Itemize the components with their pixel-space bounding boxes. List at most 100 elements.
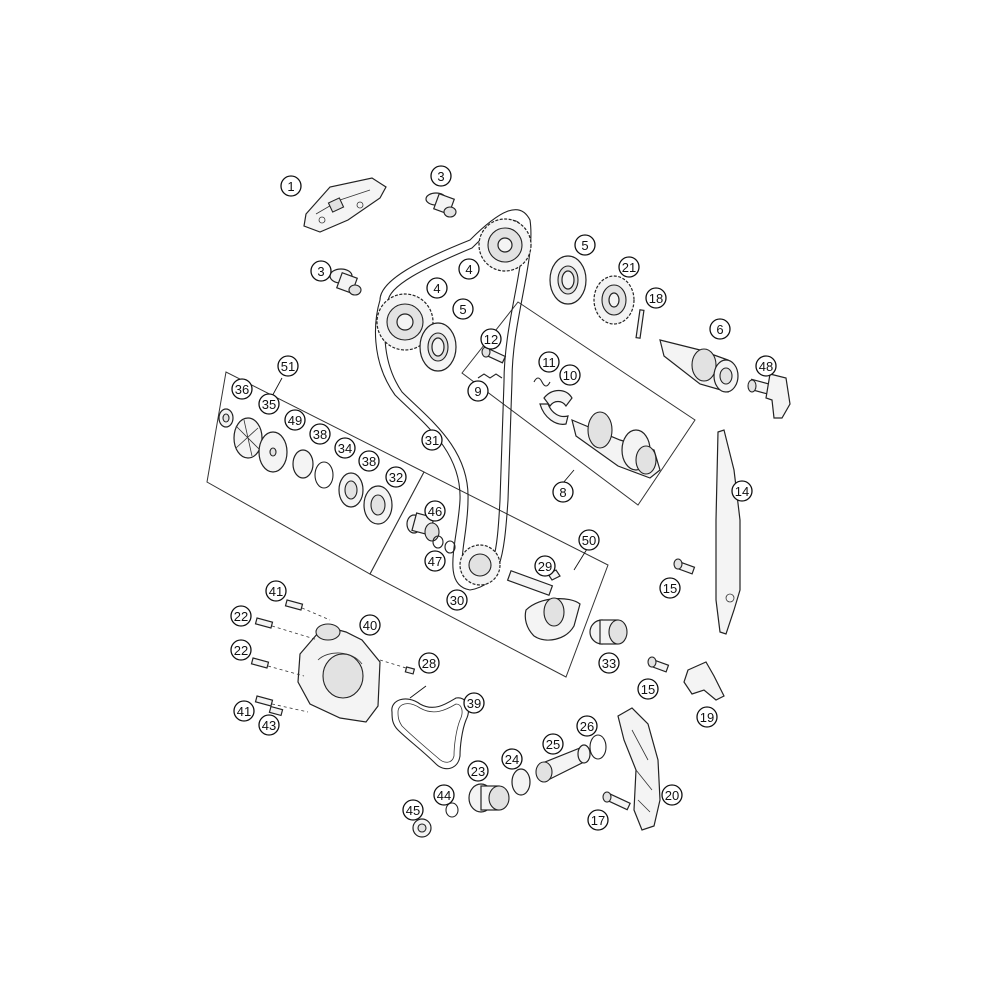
- callout-number: 15: [641, 682, 655, 697]
- part-impeller: [233, 417, 263, 459]
- callout-number: 4: [433, 281, 440, 296]
- part-bushing-upper: [425, 192, 457, 218]
- camshaft-group-frame: [461, 301, 696, 506]
- part-sprocket-lower: [376, 293, 434, 351]
- part-decompressor-lever: [539, 389, 573, 425]
- callout-circle: [659, 577, 681, 599]
- part-dowel-pin: [635, 309, 645, 339]
- callout-50: 50: [578, 529, 600, 551]
- callout-47: 47: [424, 550, 446, 572]
- callout-circle: [230, 639, 252, 661]
- callout-3: 3: [310, 260, 332, 282]
- part-ring-47a: [432, 535, 444, 549]
- callout-circle: [426, 277, 448, 299]
- callout-11: 11: [538, 351, 560, 373]
- callout-number: 24: [505, 752, 519, 767]
- part-circlip-34: [314, 461, 334, 489]
- callout-36: 36: [231, 378, 253, 400]
- callout-number: 47: [428, 554, 442, 569]
- callout-circle: [709, 318, 731, 340]
- callout-number: 18: [649, 291, 663, 306]
- callout-circle: [309, 423, 331, 445]
- part-arm-bolt: [602, 791, 631, 811]
- callout-circle: [418, 652, 440, 674]
- part-chain-guide-rail: [715, 429, 741, 635]
- callout-8: 8: [552, 481, 574, 503]
- callout-17: 17: [587, 809, 609, 831]
- callout-35: 35: [258, 393, 280, 415]
- callout-14: 14: [731, 480, 753, 502]
- callout-circle: [230, 605, 252, 627]
- part-oring-26: [589, 734, 607, 760]
- callout-number: 35: [262, 397, 276, 412]
- part-pump-disc: [258, 431, 288, 473]
- part-seal-38b: [338, 472, 364, 508]
- callout-circle: [310, 260, 332, 282]
- callout-circle: [433, 784, 455, 806]
- callout-circle: [467, 380, 489, 402]
- callout-number: 43: [262, 718, 276, 733]
- callout-number: 8: [559, 485, 566, 500]
- callout-number: 51: [281, 359, 295, 374]
- part-bushing-lower: [329, 268, 362, 296]
- callout-41: 41: [233, 700, 255, 722]
- callout-number: 9: [474, 384, 481, 399]
- callout-number: 31: [425, 433, 439, 448]
- part-pin-28: [379, 659, 416, 675]
- callout-number: 10: [563, 368, 577, 383]
- callout-26: 26: [576, 715, 598, 737]
- callout-number: 33: [602, 656, 616, 671]
- callout-41: 41: [265, 580, 287, 602]
- callout-circle: [501, 748, 523, 770]
- part-pump-cover: [297, 623, 381, 723]
- callout-30: 30: [446, 589, 468, 611]
- callout-23: 23: [467, 760, 489, 782]
- callout-20: 20: [661, 784, 683, 806]
- callout-40: 40: [359, 614, 381, 636]
- callout-51: 51: [277, 355, 299, 377]
- callout-46: 46: [424, 500, 446, 522]
- callout-number: 12: [484, 332, 498, 347]
- part-ring-47b: [444, 540, 456, 554]
- callout-circle: [258, 714, 280, 736]
- callout-circle: [463, 692, 485, 714]
- part-seal-ring-44: [445, 802, 459, 818]
- callout-circle: [637, 678, 659, 700]
- part-oring-38a: [292, 449, 314, 479]
- callout-number: 22: [234, 609, 248, 624]
- part-needle-bearing: [589, 619, 628, 645]
- callout-number: 23: [471, 764, 485, 779]
- part-sprocket-upper: [478, 218, 532, 272]
- callout-circle: [446, 589, 468, 611]
- callout-circle: [424, 550, 446, 572]
- callout-number: 17: [591, 813, 605, 828]
- callout-29: 29: [534, 555, 556, 577]
- callout-number: 5: [581, 238, 588, 253]
- callout-number: 40: [363, 618, 377, 633]
- part-tensioner-shoe: [683, 661, 725, 701]
- callout-circle: [467, 760, 489, 782]
- callout-number: 44: [437, 788, 451, 803]
- callout-number: 1: [287, 179, 294, 194]
- callout-circle: [231, 378, 253, 400]
- callout-circle: [696, 706, 718, 728]
- part-crank-sprocket: [459, 544, 501, 586]
- callout-number: 45: [406, 803, 420, 818]
- part-bolt-12: [481, 346, 507, 364]
- callout-28: 28: [418, 652, 440, 674]
- callout-number: 46: [428, 504, 442, 519]
- callout-circle: [552, 481, 574, 503]
- callout-circle: [421, 429, 443, 451]
- callout-number: 39: [467, 696, 481, 711]
- part-exhaust-camshaft: [659, 339, 739, 393]
- callout-number: 14: [735, 484, 749, 499]
- callout-24: 24: [501, 748, 523, 770]
- part-chain-guide-plate: [303, 177, 387, 233]
- callout-39: 39: [463, 692, 485, 714]
- callout-number: 21: [622, 260, 636, 275]
- callout-number: 26: [580, 719, 594, 734]
- part-bolt-43: [268, 705, 284, 717]
- callout-number: 11: [542, 355, 556, 370]
- callout-circle: [559, 364, 581, 386]
